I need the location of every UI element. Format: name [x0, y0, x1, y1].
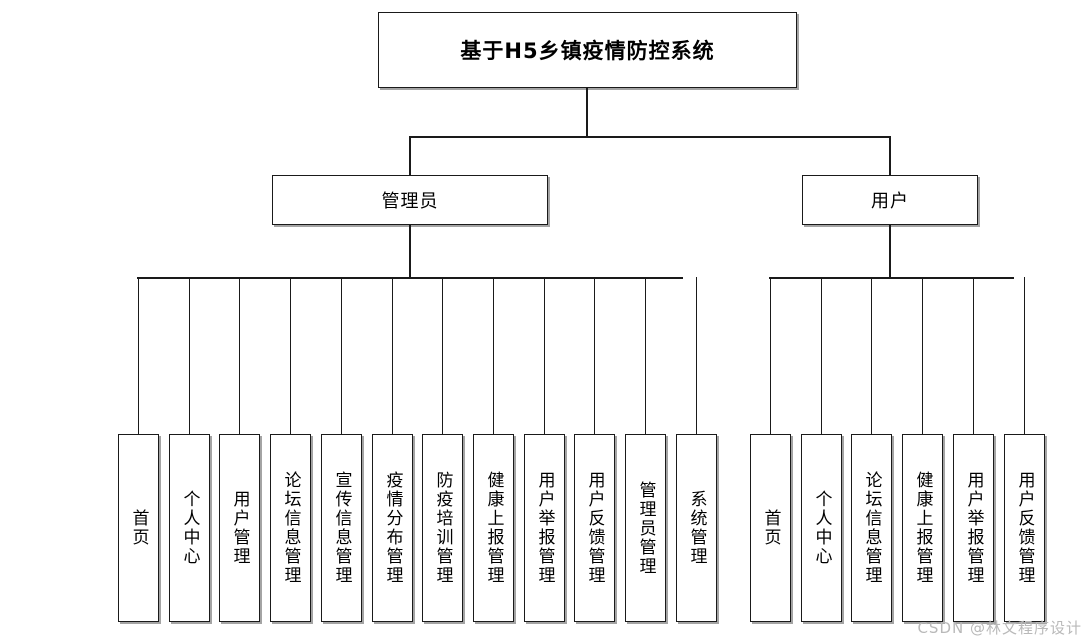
leaf-connector-drop — [972, 277, 975, 434]
leaf-node-admin-5[interactable]: 宣传信息管理 — [321, 434, 362, 622]
role-node-user-label: 用户 — [871, 191, 909, 212]
leaf-node-admin-11[interactable]: 管理员管理 — [625, 434, 666, 622]
leaf-connector-drop — [188, 277, 191, 434]
root-node-system-title[interactable]: 基于H5乡镇疫情防控系统 — [378, 12, 797, 88]
leaf-node-label: 系统管理 — [686, 490, 707, 566]
leaf-node-user-4[interactable]: 健康上报管理 — [902, 434, 943, 622]
root-connector-stem — [586, 88, 588, 137]
leaf-connector-drop — [1023, 277, 1026, 434]
leaf-node-admin-10[interactable]: 用户反馈管理 — [574, 434, 615, 622]
leaf-node-user-3[interactable]: 论坛信息管理 — [851, 434, 892, 622]
leaf-connector-drop — [492, 277, 495, 434]
role-node-user[interactable]: 用户 — [802, 175, 978, 225]
leaf-node-admin-9[interactable]: 用户举报管理 — [524, 434, 565, 622]
leaf-node-user-2[interactable]: 个人中心 — [801, 434, 842, 622]
user-subtree-bus — [769, 277, 1014, 279]
leaf-connector-drop — [820, 277, 823, 434]
leaf-node-label: 疫情分布管理 — [382, 471, 403, 585]
leaf-node-admin-2[interactable]: 个人中心 — [169, 434, 210, 622]
level2-connector-bus — [410, 136, 890, 138]
leaf-connector-drop — [870, 277, 873, 434]
leaf-connector-drop — [238, 277, 241, 434]
leaf-node-label: 用户管理 — [229, 490, 250, 566]
leaf-node-user-6[interactable]: 用户反馈管理 — [1004, 434, 1045, 622]
leaf-node-label: 个人中心 — [811, 490, 832, 566]
leaf-node-admin-3[interactable]: 用户管理 — [219, 434, 260, 622]
leaf-node-admin-4[interactable]: 论坛信息管理 — [270, 434, 311, 622]
leaf-node-label: 首页 — [128, 509, 149, 547]
leaf-connector-drop — [921, 277, 924, 434]
leaf-connector-drop — [137, 277, 140, 434]
leaf-node-label: 用户反馈管理 — [1014, 471, 1035, 585]
leaf-node-label: 用户举报管理 — [534, 471, 555, 585]
admin-subtree-bus — [137, 277, 683, 279]
leaf-node-label: 健康上报管理 — [912, 471, 933, 585]
leaf-node-label: 宣传信息管理 — [331, 471, 352, 585]
leaf-connector-drop — [441, 277, 444, 434]
user-subtree-stem — [889, 225, 891, 278]
admin-connector-drop — [409, 136, 411, 175]
leaf-node-label: 健康上报管理 — [483, 471, 504, 585]
leaf-node-user-1[interactable]: 首页 — [750, 434, 791, 622]
leaf-connector-drop — [289, 277, 292, 434]
leaf-node-label: 用户反馈管理 — [584, 471, 605, 585]
root-node-label: 基于H5乡镇疫情防控系统 — [460, 39, 715, 63]
leaf-connector-drop — [543, 277, 546, 434]
user-connector-drop — [889, 136, 891, 175]
role-node-admin-label: 管理员 — [381, 191, 439, 212]
leaf-connector-drop — [644, 277, 647, 434]
leaf-node-label: 管理员管理 — [635, 480, 656, 576]
leaf-connector-drop — [340, 277, 343, 434]
leaf-node-admin-12[interactable]: 系统管理 — [676, 434, 717, 622]
csdn-watermark: CSDN @林文程序设计 — [917, 619, 1082, 637]
leaf-node-admin-8[interactable]: 健康上报管理 — [473, 434, 514, 622]
leaf-node-label: 首页 — [760, 509, 781, 547]
leaf-node-label: 论坛信息管理 — [861, 471, 882, 585]
admin-subtree-stem — [409, 225, 411, 278]
leaf-node-admin-7[interactable]: 防疫培训管理 — [422, 434, 463, 622]
leaf-node-admin-1[interactable]: 首页 — [118, 434, 159, 622]
leaf-node-label: 防疫培训管理 — [432, 471, 453, 585]
leaf-node-label: 个人中心 — [179, 490, 200, 566]
leaf-connector-drop — [593, 277, 596, 434]
leaf-node-label: 论坛信息管理 — [280, 471, 301, 585]
leaf-connector-drop — [391, 277, 394, 434]
leaf-connector-drop — [695, 277, 698, 434]
leaf-node-label: 用户举报管理 — [963, 471, 984, 585]
leaf-node-admin-6[interactable]: 疫情分布管理 — [372, 434, 413, 622]
leaf-node-user-5[interactable]: 用户举报管理 — [953, 434, 994, 622]
role-node-admin[interactable]: 管理员 — [272, 175, 548, 225]
leaf-connector-drop — [769, 277, 772, 434]
